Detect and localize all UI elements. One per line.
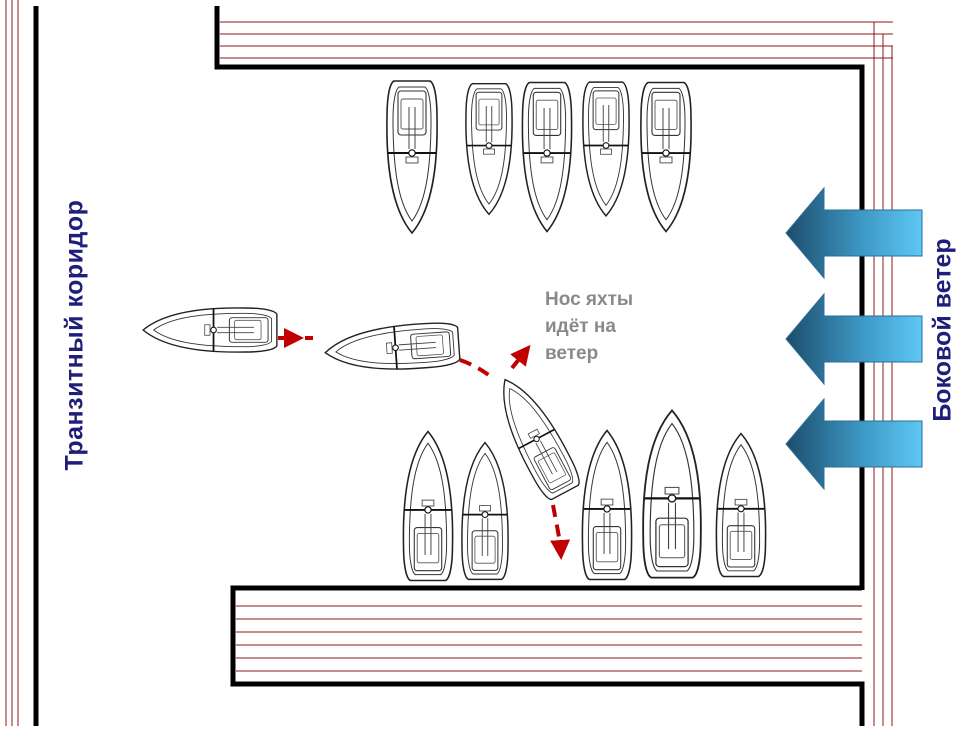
yacht-icon [322, 320, 462, 376]
dashed-red-arrow-icon [459, 358, 492, 378]
side-wind-text: Боковой ветер [928, 238, 957, 422]
wind-arrow-left-icon [785, 398, 923, 490]
yacht-icon [581, 429, 633, 581]
track-arrows [278, 328, 571, 560]
bottom-pier [230, 585, 865, 726]
wind-arrow-left-icon [785, 187, 923, 279]
maneuvering-yachts [142, 307, 585, 504]
bottom-moored-yachts [402, 409, 767, 582]
yacht-icon [460, 441, 510, 581]
bow-note-line: Нос яхты [545, 289, 634, 310]
yacht-icon [142, 307, 278, 353]
bow-note-line: ветер [545, 343, 599, 364]
yacht-icon [581, 81, 631, 217]
yacht-icon [641, 409, 703, 579]
right-pier-stripes [873, 22, 893, 726]
yacht-icon [464, 82, 514, 216]
top-moored-yachts [385, 80, 693, 234]
bow-into-wind-note: Нос яхты идёт на ветер [545, 286, 685, 367]
wind-arrow-left-icon [785, 293, 923, 385]
yacht-icon [402, 430, 454, 582]
dashed-red-arrow-icon [510, 344, 531, 370]
yacht-icon [715, 432, 767, 578]
dashed-red-arrow-icon [550, 504, 571, 560]
yacht-icon [639, 81, 693, 233]
left-pier-stripes [5, 0, 19, 726]
yacht-icon [385, 80, 439, 234]
bow-note-line: идёт на [545, 316, 616, 337]
transit-corridor-text: Транзитный коридор [60, 199, 89, 471]
yacht-icon [521, 81, 573, 233]
wind-arrows [785, 187, 923, 490]
